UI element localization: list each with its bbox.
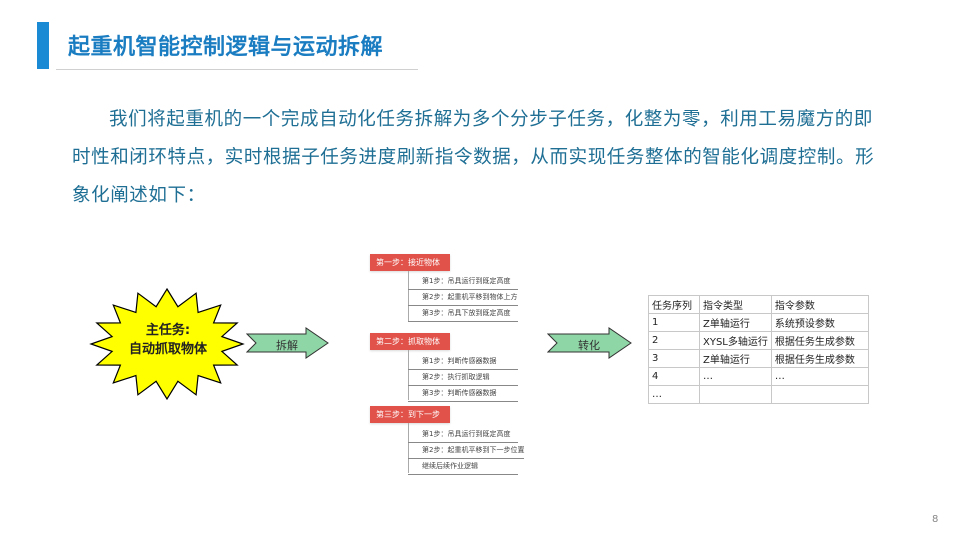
table-cell: 根据任务生成参数 [770,349,869,368]
table-cell: Z单轴运行 [699,313,772,332]
step-1-item-1: 第1步：吊具运行到既定高度 [408,274,518,290]
table-cell: 4 [648,367,700,386]
table-cell: 3 [648,349,700,368]
step-2-item-3: 第3步：判断传感器数据 [408,386,518,402]
step-3-header: 第三步：到下一步 [370,406,450,423]
table-cell: 1 [648,313,700,332]
table-row: 1 Z单轴运行 系统预设参数 [648,313,869,332]
slide-title: 起重机智能控制逻辑与运动拆解 [68,35,384,60]
main-task-line2: 自动抓取物体 [128,342,207,357]
table-header-cell: 任务序列 [648,295,700,314]
split-arrow [246,327,329,359]
table-cell [699,385,772,404]
step-1-item-2: 第2步：起重机平移到物体上方 [408,290,518,306]
table-header-row: 任务序列 指令类型 指令参数 [648,295,869,314]
step-3-item-3: 继续后续作业逻辑 [408,459,518,475]
page-number: 8 [932,514,939,525]
step-3-connector [408,423,409,473]
table-cell: 2 [648,331,700,350]
main-task-label: 主任务: 自动抓取物体 [88,321,238,359]
step-3-item-1: 第1步：吊具运行到既定高度 [408,427,518,443]
table-header-cell: 指令类型 [699,295,772,314]
main-task-line1: 主任务: [145,323,191,338]
title-accent-bar [37,22,49,69]
table-header-cell: 指令参数 [770,295,869,314]
split-arrow-label: 拆解 [276,339,298,352]
step-2-item-2: 第2步：执行抓取逻辑 [408,370,518,386]
table-cell: … [648,385,700,404]
step-1-item-3: 第3步：吊具下放到既定高度 [408,306,518,322]
table-cell: Z单轴运行 [699,349,772,368]
step-2-header: 第二步：抓取物体 [370,333,450,350]
table-cell: XYSL多轴运行 [699,331,772,350]
table-cell: … [770,367,869,386]
title-underline [56,69,418,70]
step-2-item-1: 第1步：判断传感器数据 [408,354,518,370]
table-row: 3 Z单轴运行 根据任务生成参数 [648,349,869,368]
main-task-starburst [89,287,245,401]
command-table: 任务序列 指令类型 指令参数 1 Z单轴运行 系统预设参数 2 XYSL多轴运行… [648,295,869,404]
table-cell: … [699,367,772,386]
convert-arrow-label: 转化 [578,339,600,352]
table-cell [770,385,869,404]
step-1-header: 第一步：接近物体 [370,254,450,271]
table-row: … [648,385,869,404]
step-3-item-2: 第2步：起重机平移到下一步位置 [408,443,525,459]
table-cell: 系统预设参数 [770,313,869,332]
step-2-connector [408,350,409,400]
description-paragraph: 我们将起重机的一个完成自动化任务拆解为多个分步子任务，化整为零，利用工易魔方的即… [72,109,875,206]
table-cell: 根据任务生成参数 [770,331,869,350]
table-row: 2 XYSL多轴运行 根据任务生成参数 [648,331,869,350]
convert-arrow [547,327,632,359]
table-row: 4 … … [648,367,869,386]
step-1-connector [408,271,409,321]
